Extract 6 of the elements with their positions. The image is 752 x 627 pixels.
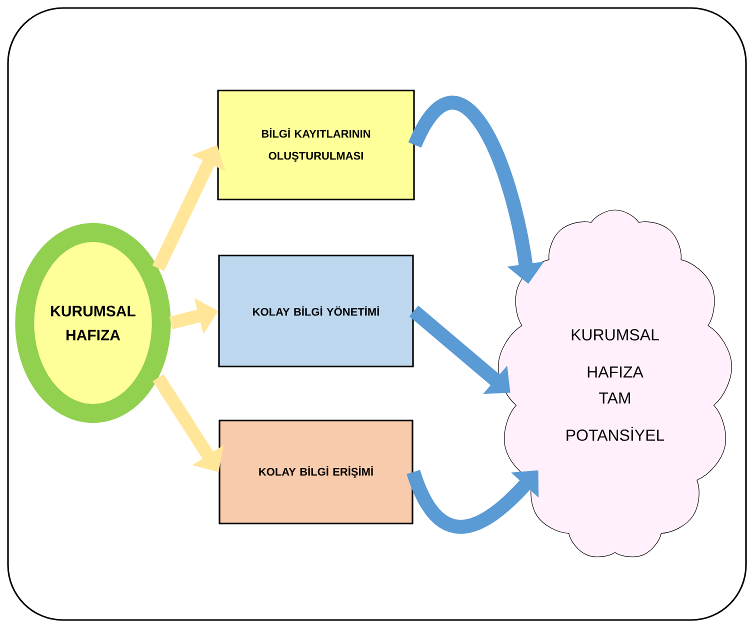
process-box: KOLAY BİLGİ YÖNETİMİ bbox=[218, 254, 414, 368]
arrow bbox=[406, 470, 539, 534]
process-box: KOLAY BİLGİ ERİŞİMİ bbox=[218, 420, 414, 524]
cloud-node: KURUMSAL HAFIZA TAM POTANSİYEL bbox=[498, 210, 732, 558]
process-box: BİLGİ KAYITLARININ OLUŞTURULMASI bbox=[217, 90, 415, 200]
circle-node: KURUMSAL HAFIZA bbox=[15, 223, 171, 423]
